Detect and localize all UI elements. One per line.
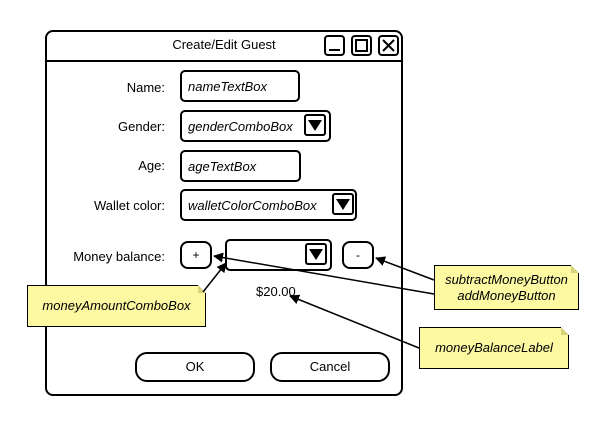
chevron-down-icon[interactable] xyxy=(305,243,327,265)
note-money-amount: moneyAmountComboBox xyxy=(27,285,206,327)
add-money-button[interactable]: + xyxy=(180,241,212,269)
chevron-down-icon[interactable] xyxy=(304,114,326,136)
money-balance-label-caption: Money balance: xyxy=(73,249,165,264)
name-label: Name: xyxy=(126,80,165,95)
note-subtract-button: subtractMoneyButton xyxy=(445,272,568,287)
note-add-button: addMoneyButton xyxy=(457,288,556,303)
close-icon[interactable] xyxy=(378,35,399,56)
window-title: Create/Edit Guest xyxy=(172,37,276,52)
name-text-box[interactable]: nameTextBox xyxy=(180,70,300,102)
cancel-button[interactable]: Cancel xyxy=(270,352,390,382)
age-label: Age: xyxy=(138,158,165,173)
wallet-color-label: Wallet color: xyxy=(93,198,165,213)
gender-label: Gender: xyxy=(118,119,165,134)
age-text-box[interactable]: ageTextBox xyxy=(180,150,301,182)
minimize-icon[interactable] xyxy=(324,35,345,56)
note-buttons: subtractMoneyButton addMoneyButton xyxy=(434,265,579,310)
maximize-icon[interactable] xyxy=(351,35,372,56)
title-bar: Create/Edit Guest xyxy=(47,32,401,62)
gender-combo-box[interactable]: genderComboBox xyxy=(180,110,331,142)
ok-button[interactable]: OK xyxy=(135,352,255,382)
wallet-color-combo-box[interactable]: walletColorComboBox xyxy=(180,189,357,221)
subtract-money-button[interactable]: - xyxy=(342,241,374,269)
note-balance-label: moneyBalanceLabel xyxy=(419,327,569,369)
money-amount-combo-box[interactable] xyxy=(225,239,332,271)
chevron-down-icon[interactable] xyxy=(332,193,354,215)
money-balance-value: $20.00 xyxy=(256,284,296,299)
